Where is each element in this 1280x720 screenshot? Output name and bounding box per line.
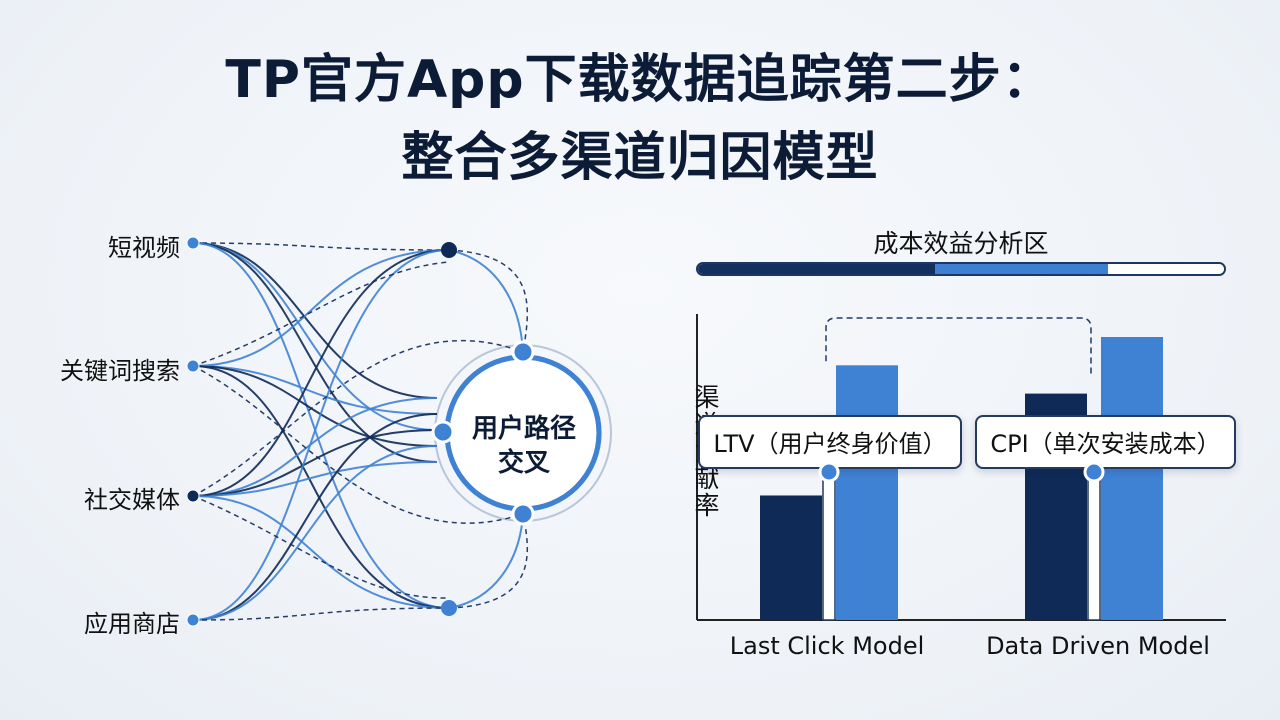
hub-port-node	[431, 420, 455, 444]
channel-node	[186, 236, 200, 250]
flow-path	[192, 249, 450, 497]
channel-network-diagram	[186, 236, 612, 627]
bar-1-1	[1101, 337, 1163, 620]
flow-path	[192, 365, 450, 609]
x-tick-label-data-driven: Data Driven Model	[986, 632, 1210, 660]
channel-node	[186, 489, 200, 503]
cost-benefit-progress-bar	[696, 262, 1226, 276]
top-junction-node	[441, 242, 457, 258]
flow-path	[192, 461, 438, 497]
bar-0-0	[760, 495, 822, 620]
progress-segment	[934, 264, 1109, 274]
flow-path	[192, 607, 450, 621]
panel-title: 成本效益分析区	[873, 229, 1049, 258]
channel-label-social-media: 社交媒体	[84, 486, 180, 514]
flow-path	[192, 429, 438, 497]
cpi-callout: CPI（单次安装成本）	[975, 415, 1236, 469]
channel-node	[186, 359, 200, 373]
flow-path	[192, 495, 450, 609]
progress-segment	[1108, 264, 1224, 274]
x-tick-label-last-click: Last Click Model	[729, 632, 925, 660]
channel-label-short-video: 短视频	[108, 234, 180, 262]
callout-stem	[822, 471, 836, 621]
flow-path	[192, 242, 438, 431]
callout-stem	[1087, 471, 1101, 621]
flow-path	[448, 513, 524, 609]
flow-path	[192, 249, 450, 367]
channel-node	[186, 613, 200, 627]
hub-port-node	[511, 502, 535, 526]
flow-path	[192, 242, 450, 251]
bottom-junction-node	[441, 600, 457, 616]
flow-path	[192, 261, 450, 367]
flow-path	[192, 365, 524, 524]
channel-label-app-store: 应用商店	[84, 610, 180, 638]
channel-label-keyword-search: 关键词搜索	[60, 357, 180, 385]
comparison-bracket	[825, 317, 1092, 377]
flow-path	[192, 242, 438, 399]
progress-segment	[698, 264, 935, 274]
flow-path	[192, 445, 438, 621]
flow-path	[192, 249, 450, 621]
title-line-2: 整合多渠道归因模型	[401, 128, 879, 188]
flow-path	[192, 365, 438, 415]
flow-path	[192, 397, 438, 497]
title-line-1: TP官方App下载数据追踪第二步：	[225, 50, 1055, 110]
flow-path	[448, 249, 529, 353]
flow-path	[192, 242, 438, 463]
hub-label-line-1: 用户路径	[471, 414, 576, 444]
flow-path	[448, 513, 529, 609]
flow-path	[192, 242, 450, 609]
hub-fill	[450, 360, 596, 506]
flow-path	[192, 413, 438, 621]
flow-path	[192, 339, 524, 497]
bar-0-1	[836, 365, 898, 620]
ltv-callout: LTV（用户终身价值）	[698, 415, 962, 469]
hub-label-line-2: 交叉	[497, 448, 550, 478]
flow-path	[448, 249, 524, 353]
flow-path	[192, 365, 438, 447]
hub-port-node	[511, 340, 535, 364]
flow-path	[192, 495, 450, 599]
